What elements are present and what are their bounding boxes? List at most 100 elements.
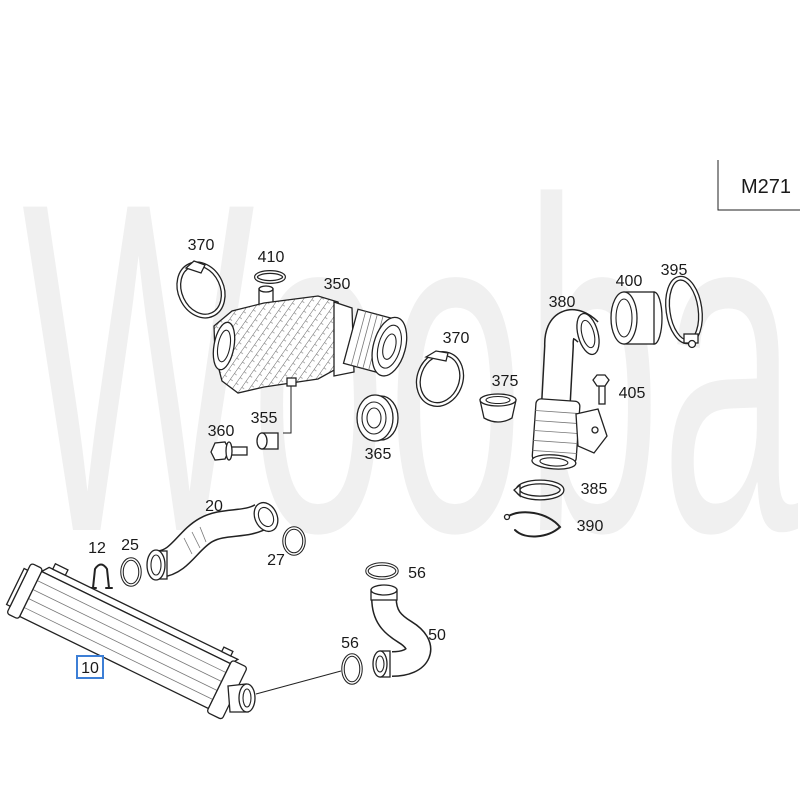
- clamp-385: [513, 479, 565, 501]
- outlet-opening: [238, 683, 256, 713]
- duct-stub-opening: [258, 285, 274, 293]
- oring-410: [254, 270, 286, 284]
- outlet-opening: [371, 316, 408, 377]
- callout-56-lower[interactable]: 56: [341, 635, 359, 652]
- clamp-band-inner: [417, 352, 463, 406]
- outlet-ring-inner: [382, 333, 397, 360]
- callout-350[interactable]: 350: [324, 276, 351, 293]
- air-duct-350: [212, 285, 408, 394]
- mounting-tab: [51, 562, 69, 577]
- clip-eye: [503, 513, 511, 521]
- sleeve-355: [256, 432, 279, 450]
- callout-385[interactable]: 385: [581, 481, 608, 498]
- bolt-405: [592, 374, 610, 405]
- sleeve-opening: [256, 432, 268, 450]
- callout-405[interactable]: 405: [619, 385, 646, 402]
- callout-410[interactable]: 410: [258, 249, 285, 266]
- callout-390[interactable]: 390: [577, 518, 604, 535]
- watermark-text: Wooba: [22, 105, 800, 630]
- grommet-ring: [361, 401, 387, 435]
- hose-right-inner: [257, 506, 275, 528]
- corrugation: [535, 410, 580, 414]
- selected-callout-highlight: [76, 655, 104, 679]
- callout-27[interactable]: 27: [267, 552, 285, 569]
- clamp-370-right: [415, 350, 465, 407]
- outlet-ring: [376, 324, 402, 369]
- hose-left-opening: [146, 549, 166, 581]
- outlet-rib: [350, 311, 367, 366]
- oring-56-lower: [341, 653, 363, 685]
- callout-50[interactable]: 50: [428, 627, 446, 644]
- callout-355[interactable]: 355: [251, 410, 278, 427]
- callout-56-top[interactable]: 56: [408, 565, 426, 582]
- clamp-395: [665, 275, 703, 349]
- sleeve-front: [610, 291, 638, 345]
- callout-370-right[interactable]: 370: [443, 330, 470, 347]
- callout-365[interactable]: 365: [365, 446, 392, 463]
- sleeve-375: [479, 393, 517, 423]
- engine-code-label: M271: [741, 176, 791, 198]
- callout-375[interactable]: 375: [492, 373, 519, 390]
- outlet-rib: [362, 314, 378, 369]
- hose-left-inner: [150, 554, 162, 576]
- intercooler-10: [5, 562, 256, 720]
- hose-fill: [157, 504, 269, 577]
- bolt-360: [210, 441, 248, 461]
- leader-line-355: [283, 386, 292, 434]
- bolt-shaft: [598, 385, 606, 405]
- outlet-rib: [356, 312, 372, 368]
- callout-360[interactable]: 360: [208, 423, 235, 440]
- callout-380[interactable]: 380: [549, 294, 576, 311]
- core-fin: [37, 580, 227, 673]
- hose-corrugation: [183, 526, 207, 555]
- intercooler-core: [5, 562, 248, 720]
- hose-380: [531, 309, 608, 470]
- callout-12[interactable]: 12: [88, 540, 106, 557]
- corrugation: [532, 450, 577, 454]
- core-fin: [23, 607, 213, 700]
- left-flange: [5, 567, 29, 608]
- clamp-screw: [687, 339, 697, 349]
- ring-27: [282, 526, 306, 556]
- sleeve-front-inner: [615, 298, 633, 338]
- hose-fill: [372, 597, 430, 676]
- sleeve-top-inner: [485, 395, 511, 405]
- clamp-370-left: [176, 260, 226, 319]
- oring-56-top: [365, 562, 399, 580]
- callout-10[interactable]: 10: [81, 660, 99, 677]
- duct-outlet-cylinder: [342, 308, 408, 377]
- oring-25: [120, 557, 142, 587]
- core-fin: [28, 598, 218, 691]
- bolt-washer: [225, 441, 233, 461]
- hose-lower-opening: [372, 650, 388, 678]
- ring-inner: [283, 527, 305, 555]
- sleeve-400: [610, 291, 663, 345]
- callout-400[interactable]: 400: [616, 273, 643, 290]
- hose-top-opening: [370, 584, 398, 596]
- clip-body: [92, 563, 110, 589]
- callout-395[interactable]: 395: [661, 262, 688, 279]
- hose-top-opening: [576, 312, 600, 356]
- clamp-screw-head: [184, 260, 206, 274]
- oring-inner: [342, 654, 362, 684]
- clamp-ear: [513, 483, 521, 498]
- clip-390: [503, 511, 562, 538]
- hose-bottom-inner: [539, 457, 569, 467]
- sleeve-top-opening: [479, 393, 517, 407]
- oring-inner: [255, 271, 285, 283]
- bracket-hole: [591, 426, 599, 434]
- clip-wire: [506, 511, 562, 538]
- corrugation: [534, 430, 578, 434]
- oring-inner: [366, 563, 398, 579]
- grommet-hole: [366, 407, 382, 429]
- callout-20[interactable]: 20: [205, 498, 223, 515]
- callout-370-left[interactable]: 370: [188, 237, 215, 254]
- bolt-head: [592, 374, 610, 387]
- callout-25[interactable]: 25: [121, 537, 139, 554]
- corrugation: [533, 440, 578, 444]
- oring-inner: [121, 558, 141, 586]
- grommet-365: [356, 394, 399, 442]
- hose-20: [146, 501, 279, 581]
- hose-corrugated-section: [531, 398, 581, 470]
